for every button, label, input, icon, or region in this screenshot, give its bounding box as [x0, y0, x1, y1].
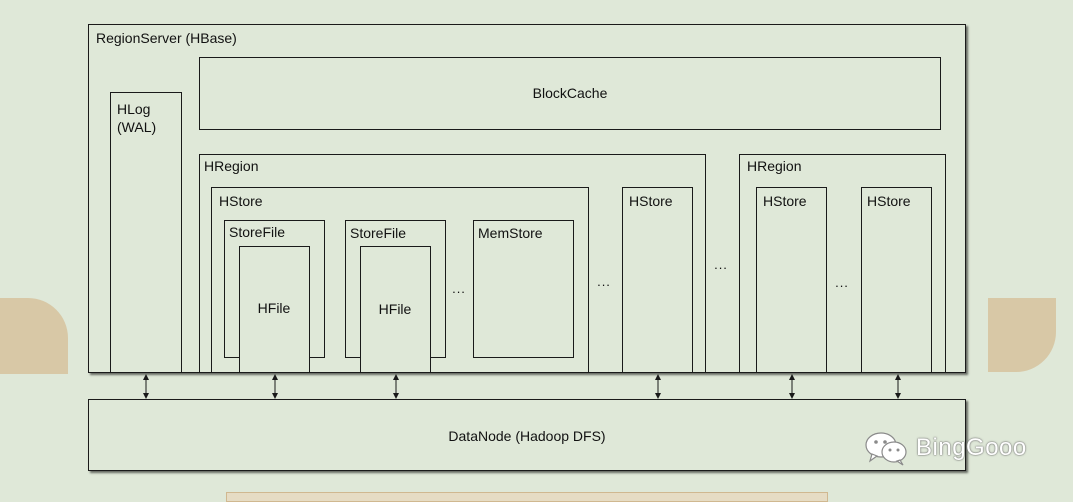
- block-cache-box: [199, 57, 941, 130]
- hstore-side-box: [622, 187, 693, 373]
- memstore-label: MemStore: [478, 225, 543, 241]
- between-regions-ellipsis: ...: [714, 257, 728, 272]
- block-cache-label: BlockCache: [532, 85, 608, 101]
- storefile-1-label: StoreFile: [229, 224, 286, 240]
- hlog-box: [110, 92, 182, 373]
- datanode-label: DataNode (Hadoop DFS): [448, 428, 606, 444]
- hstore-side-label: HStore: [629, 193, 673, 209]
- wechat-icon: [865, 432, 907, 466]
- hstore-a-label: HStore: [763, 193, 807, 209]
- memstore-box: [473, 220, 574, 358]
- hregion-2-label: HRegion: [747, 158, 802, 174]
- hstore-b-box: [861, 187, 932, 373]
- storefile-2-label: StoreFile: [350, 225, 407, 241]
- hregion-2-hstore-ellipsis: ...: [835, 275, 849, 290]
- hstore-a-box: [756, 187, 827, 373]
- hfile-2-box: [360, 246, 431, 373]
- hstore-b-label: HStore: [867, 193, 911, 209]
- hregion-1-label: HRegion: [204, 158, 259, 174]
- watermark: BingGooo: [864, 430, 1027, 466]
- hfile-2-label: HFile: [378, 301, 412, 317]
- decor-shape-right: [988, 298, 1056, 372]
- hstore-main-label: HStore: [219, 193, 263, 209]
- hfile-1-label: HFile: [257, 300, 291, 316]
- hlog-label: HLog: [117, 101, 151, 117]
- datanode-box: [88, 399, 966, 471]
- hlog-wal-label: (WAL): [117, 119, 157, 135]
- watermark-text: BingGooo: [916, 434, 1027, 461]
- storefile-ellipsis: ...: [452, 281, 466, 296]
- decor-shape-left: [0, 298, 68, 374]
- region-server-label: RegionServer (HBase): [96, 30, 237, 46]
- hregion-1-hstore-ellipsis: ...: [597, 274, 611, 289]
- hfile-1-box: [239, 246, 310, 373]
